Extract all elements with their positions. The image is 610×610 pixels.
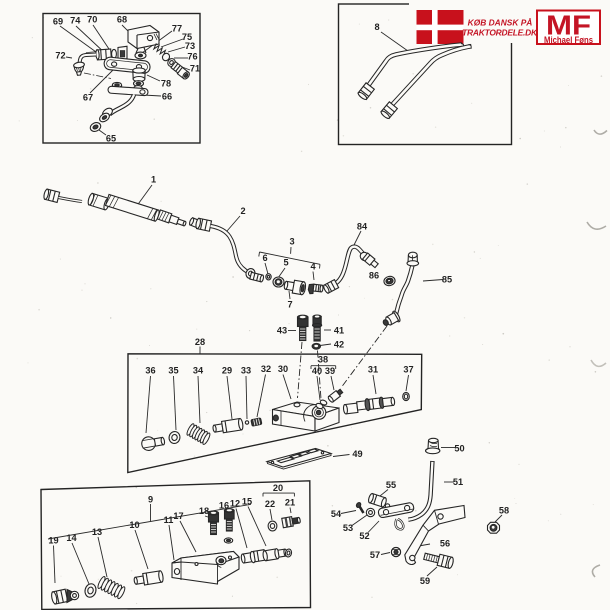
svg-text:85: 85 (442, 275, 452, 285)
svg-text:54: 54 (331, 509, 342, 519)
svg-text:TRAKTORDELE.DK: TRAKTORDELE.DK (462, 28, 538, 38)
svg-text:20: 20 (273, 483, 283, 493)
svg-text:66: 66 (162, 92, 172, 102)
svg-text:32: 32 (261, 364, 271, 374)
svg-text:39: 39 (325, 366, 335, 376)
svg-text:67: 67 (83, 93, 93, 103)
svg-text:33: 33 (241, 366, 251, 376)
svg-text:Michael Føns: Michael Føns (544, 35, 593, 45)
svg-text:21: 21 (285, 498, 295, 508)
svg-text:5: 5 (283, 258, 288, 268)
svg-text:86: 86 (369, 271, 379, 281)
svg-text:MF: MF (546, 10, 591, 41)
svg-text:56: 56 (440, 539, 450, 549)
svg-text:7: 7 (287, 300, 292, 310)
svg-text:58: 58 (499, 506, 509, 516)
svg-text:6: 6 (262, 253, 267, 263)
svg-text:2: 2 (240, 206, 245, 216)
svg-text:4: 4 (310, 262, 316, 272)
svg-text:29: 29 (222, 366, 232, 376)
svg-text:10: 10 (129, 520, 139, 530)
svg-text:3: 3 (289, 237, 294, 247)
svg-text:16: 16 (219, 501, 229, 511)
svg-text:65: 65 (106, 134, 116, 144)
svg-text:35: 35 (168, 366, 178, 376)
svg-text:52: 52 (359, 531, 369, 541)
svg-text:36: 36 (145, 366, 155, 376)
svg-text:57: 57 (370, 550, 380, 560)
svg-text:84: 84 (357, 222, 368, 232)
svg-text:28: 28 (195, 337, 205, 347)
svg-text:78: 78 (161, 79, 171, 89)
svg-text:69: 69 (53, 17, 63, 27)
svg-text:8: 8 (374, 22, 379, 32)
svg-text:9: 9 (148, 495, 153, 505)
svg-text:51: 51 (453, 477, 463, 487)
svg-text:74: 74 (70, 16, 81, 26)
svg-text:37: 37 (403, 365, 413, 375)
svg-text:49: 49 (352, 449, 362, 459)
svg-text:31: 31 (368, 365, 378, 375)
svg-text:1: 1 (151, 175, 156, 185)
svg-text:19: 19 (48, 536, 58, 546)
svg-text:40: 40 (312, 366, 322, 376)
svg-text:68: 68 (117, 15, 127, 25)
svg-text:17: 17 (173, 511, 183, 521)
svg-text:76: 76 (187, 52, 197, 62)
svg-text:14: 14 (66, 533, 77, 543)
svg-text:75: 75 (182, 32, 192, 42)
svg-text:12: 12 (230, 499, 240, 509)
svg-text:38: 38 (318, 355, 328, 365)
svg-text:72: 72 (55, 51, 65, 61)
svg-text:42: 42 (334, 340, 344, 350)
svg-text:11: 11 (164, 515, 174, 525)
svg-text:77: 77 (172, 24, 182, 34)
svg-text:41: 41 (334, 326, 344, 336)
svg-text:50: 50 (454, 444, 464, 454)
svg-text:22: 22 (265, 499, 275, 509)
svg-text:KØB DANSK PÅ: KØB DANSK PÅ (468, 17, 533, 27)
svg-text:59: 59 (420, 576, 430, 586)
svg-text:30: 30 (278, 364, 288, 374)
svg-text:34: 34 (193, 366, 204, 376)
svg-text:13: 13 (92, 527, 102, 537)
svg-text:55: 55 (386, 480, 396, 490)
svg-text:15: 15 (242, 497, 252, 507)
svg-text:71: 71 (190, 64, 200, 74)
svg-text:18: 18 (199, 506, 209, 516)
svg-text:73: 73 (185, 41, 195, 51)
svg-text:43: 43 (277, 326, 287, 336)
svg-text:53: 53 (343, 523, 353, 533)
svg-text:70: 70 (87, 15, 97, 25)
